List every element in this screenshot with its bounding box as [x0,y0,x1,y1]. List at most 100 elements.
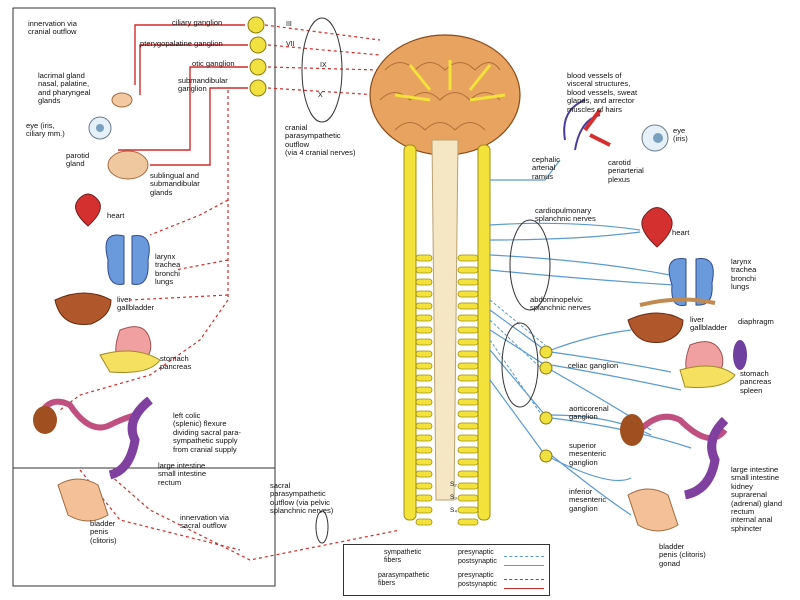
chain-rung-right-3 [457,290,479,298]
chain-rung-left-13 [415,410,433,418]
right-large-intestine-shape [683,416,729,500]
chain-rung-right-15 [457,434,479,442]
chain-rung-right-4 [457,302,479,310]
right-heart-label: heart [672,228,690,237]
left-colon-shape [37,398,141,431]
legend-para-postsynaptic: postsynaptic [458,581,497,588]
chain-rung-left-11 [415,386,433,394]
lacrimal-gland-label: lacrimal gland nasal, palatine, and phar… [38,71,91,106]
right-liver-label: liver gallbladder [690,315,728,333]
chain-rung-left-9 [415,362,433,370]
chain-rung-left-14 [415,422,433,430]
chain-rung-right-21 [457,506,479,514]
submandibular-ganglion-node [249,79,267,97]
legend-sympathetic-label: sympathetic fibers [384,549,422,564]
otic-ganglion-label: otic ganglion [192,59,235,68]
chain-rung-right-1 [457,266,479,274]
chain-rung-left-19 [415,482,433,490]
chain-rung-left-4 [415,302,433,310]
chain-rung-right-0 [457,254,479,262]
ciliary-ganglion-label: ciliary ganglion [172,18,223,27]
right-sympathetic-chain [477,144,491,521]
diaphragm-label: diaphragm [738,317,774,326]
right-eye-label: eye (iris) [673,126,688,144]
cranial-outflow-title: innervation via cranial outflow [28,19,77,37]
pterygopalatine-ganglion-node [249,36,267,54]
legend-parasympathetic-label: parasympathetic fibers [378,572,430,587]
left-lungs-label: larynx trachea bronchi lungs [155,252,181,287]
left-liver-label: liver gallbladder [117,295,155,313]
chain-rung-left-8 [415,350,433,358]
chain-rung-left-7 [415,338,433,346]
left-heart-shape [75,193,101,227]
left-stomach-label: stomach pancreas [160,354,192,372]
right-intestine-label: large intestine small intestine kidney s… [731,465,783,533]
chain-rung-right-16 [457,446,479,454]
chain-rung-right-7 [457,338,479,346]
abdominopelvic-label: abdominopelvic splanchnic nerves [530,295,591,313]
left-large-intestine-shape [108,396,153,480]
ciliary-ganglion-node [247,16,265,34]
chain-rung-left-22 [415,518,433,526]
left-bladder-label: bladder penis (clitoris) [90,519,117,545]
superior-mesenteric-ganglion-node [539,411,553,425]
cardiopulmonary-label: cardiopulmonary splanchnic nerves [535,206,596,224]
chain-rung-left-2 [415,278,433,286]
chain-rung-left-10 [415,374,433,382]
legend-sym-postsynaptic: postsynaptic [458,558,497,565]
chain-rung-left-6 [415,326,433,334]
pterygopalatine-ganglion-label: pterygopalatine ganglion [140,39,223,48]
sacral-panel-frame [12,467,276,587]
legend-para-post-line [504,588,544,589]
right-stomach-label: stomach pancreas spleen [740,369,772,395]
left-bladder-shape [57,478,109,522]
legend-para-pre-line [504,579,544,580]
chain-rung-right-18 [457,470,479,478]
parotid-label: parotid gland [66,151,90,169]
right-lung-shape [668,258,687,307]
left-liver-shape [54,292,112,325]
legend: sympathetic fibers presynaptic postsynap… [343,544,550,596]
chain-rung-left-21 [415,506,433,514]
chain-rung-right-12 [457,398,479,406]
segment-S4: S₄ [450,507,457,514]
sublingual-label: sublingual and submandibular glands [150,171,200,197]
legend-sym-pre-line [504,556,544,557]
chain-rung-left-16 [415,446,433,454]
chain-rung-right-10 [457,374,479,382]
chain-rung-right-2 [457,278,479,286]
cephalic-ramus-label: cephalic arterial ramus [532,155,560,181]
chain-rung-right-14 [457,422,479,430]
chain-rung-left-3 [415,290,433,298]
aorticorenal-label: aorticorenal ganglion [569,404,609,422]
chain-rung-right-22 [457,518,479,526]
otic-ganglion-node [249,58,267,76]
nerve-label-VII: VII [286,41,295,48]
segment-S2: S₂ [450,481,457,488]
cardiopulmonary-ellipse [509,219,551,311]
nerve-label-IX: IX [320,62,327,69]
right-bladder-label: bladder penis (clitoris) gonad [659,542,706,568]
right-liver-shape [627,312,684,344]
sacral-outflow-title: innervation via sacral outflow [180,513,229,531]
chain-rung-right-8 [457,350,479,358]
chain-rung-right-11 [457,386,479,394]
chain-rung-right-13 [457,410,479,418]
parotid-shape [107,150,149,180]
chain-rung-left-0 [415,254,433,262]
left-lung-shape [105,234,125,285]
chain-rung-right-17 [457,458,479,466]
cranial-outflow-label: cranial parasympathetic outflow (via 4 c… [285,123,356,158]
sacral-nerve-ellipse [315,510,329,544]
sacral-outflow-label: sacral parasympathetic outflow (via pelv… [270,481,334,516]
chain-rung-right-20 [457,494,479,502]
legend-sym-presynaptic: presynaptic [458,549,494,556]
chain-rung-right-19 [457,482,479,490]
head-targets-label: blood vessels of visceral structures, bl… [567,71,638,114]
aorticorenal-ganglion-node [539,361,553,375]
chain-rung-left-1 [415,266,433,274]
colic-flexure-label: left colic (splenic) flexure dividing sa… [173,411,241,454]
chain-rung-left-17 [415,458,433,466]
carotid-plexus-label: carotid periarterial plexus [608,158,644,184]
